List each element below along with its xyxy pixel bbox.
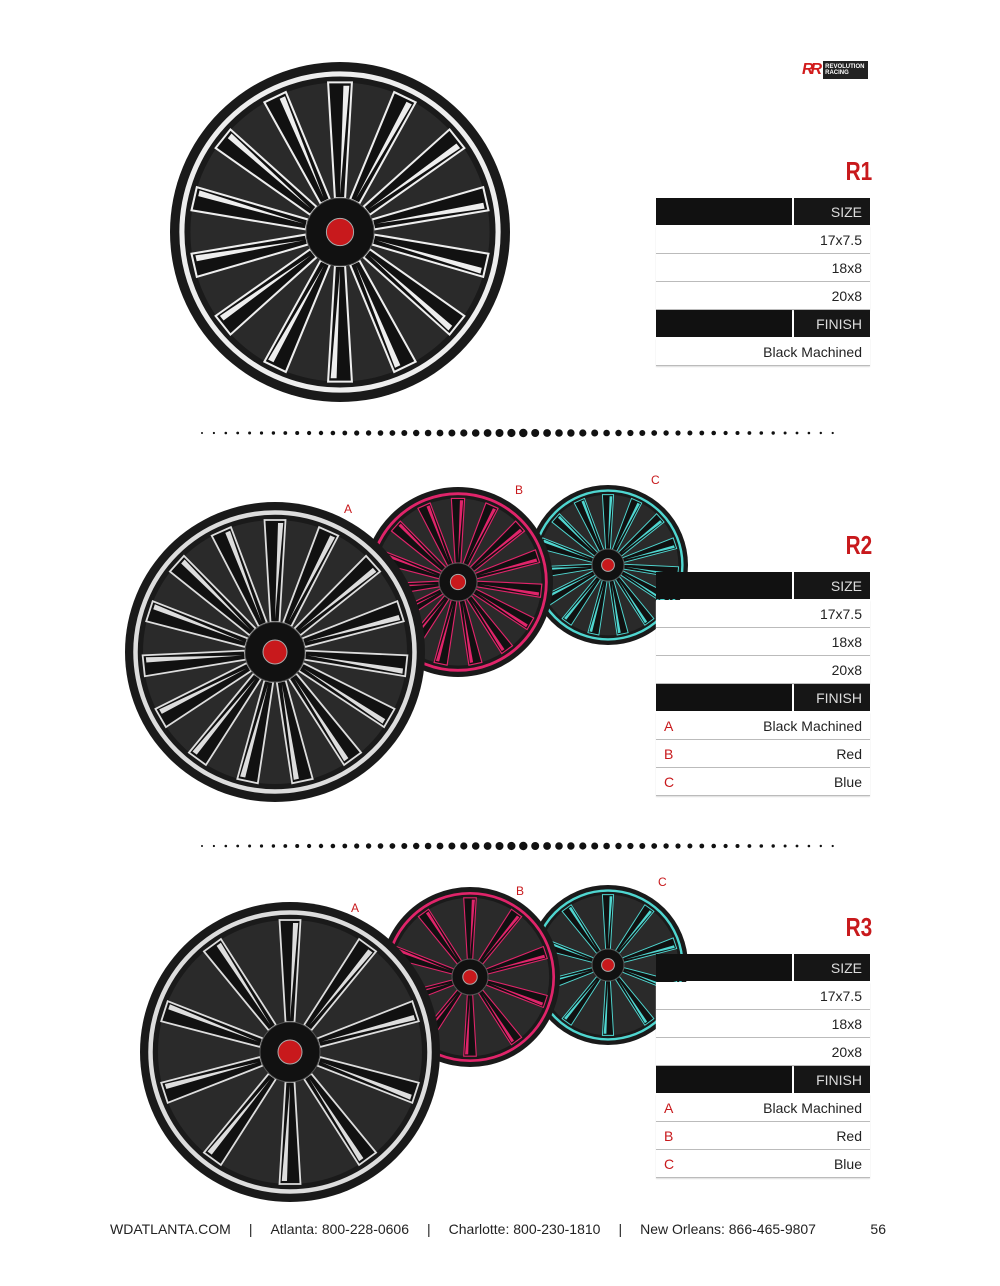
page-number: 56 [870,1221,886,1237]
footer: WDATLANTA.COM| Atlanta: 800-228-0606| Ch… [110,1221,886,1237]
wheel-label-a: A [344,502,353,516]
phone-new-orleans: New Orleans: 866-465-9807 [640,1221,816,1237]
product-title-r1: R1 [845,156,872,186]
size-row: 20x8 [656,282,870,310]
wheel-image [170,62,510,402]
size-row: 20x8 [656,1038,870,1066]
wheel-image [528,485,688,645]
finish-header: FINISH [656,310,870,337]
dots [201,428,834,438]
wheel-image [140,902,440,1202]
wheel-image [125,502,425,802]
dotted-divider [200,425,840,443]
finish-row: Black Machined [656,338,870,366]
size-row: 18x8 [656,628,870,656]
wheel-label-b: B [515,483,524,497]
dots [201,841,834,851]
size-row: 18x8 [656,1010,870,1038]
size-row: 17x7.5 [656,600,870,628]
dotted-divider [200,838,840,856]
wheel-label-c: C [658,875,667,889]
wheel-label-b: B [516,884,525,898]
size-row: 18x8 [656,254,870,282]
product-title-r3: R3 [845,912,872,942]
size-row: 17x7.5 [656,226,870,254]
size-header: SIZE [656,198,870,225]
spec-table-r1: SIZE 17x7.5 18x8 20x8 FINISH Black Machi… [656,198,870,366]
wheel-label-a: A [351,901,360,915]
size-row: 17x7.5 [656,982,870,1010]
website-link[interactable]: WDATLANTA.COM [110,1221,231,1237]
phone-charlotte: Charlotte: 800-230-1810 [448,1221,601,1237]
wheel-image [528,885,688,1045]
wheel-label-c: C [651,473,660,487]
size-row: 20x8 [656,656,870,684]
product-title-r2: R2 [845,530,872,560]
phone-atlanta: Atlanta: 800-228-0606 [270,1221,410,1237]
